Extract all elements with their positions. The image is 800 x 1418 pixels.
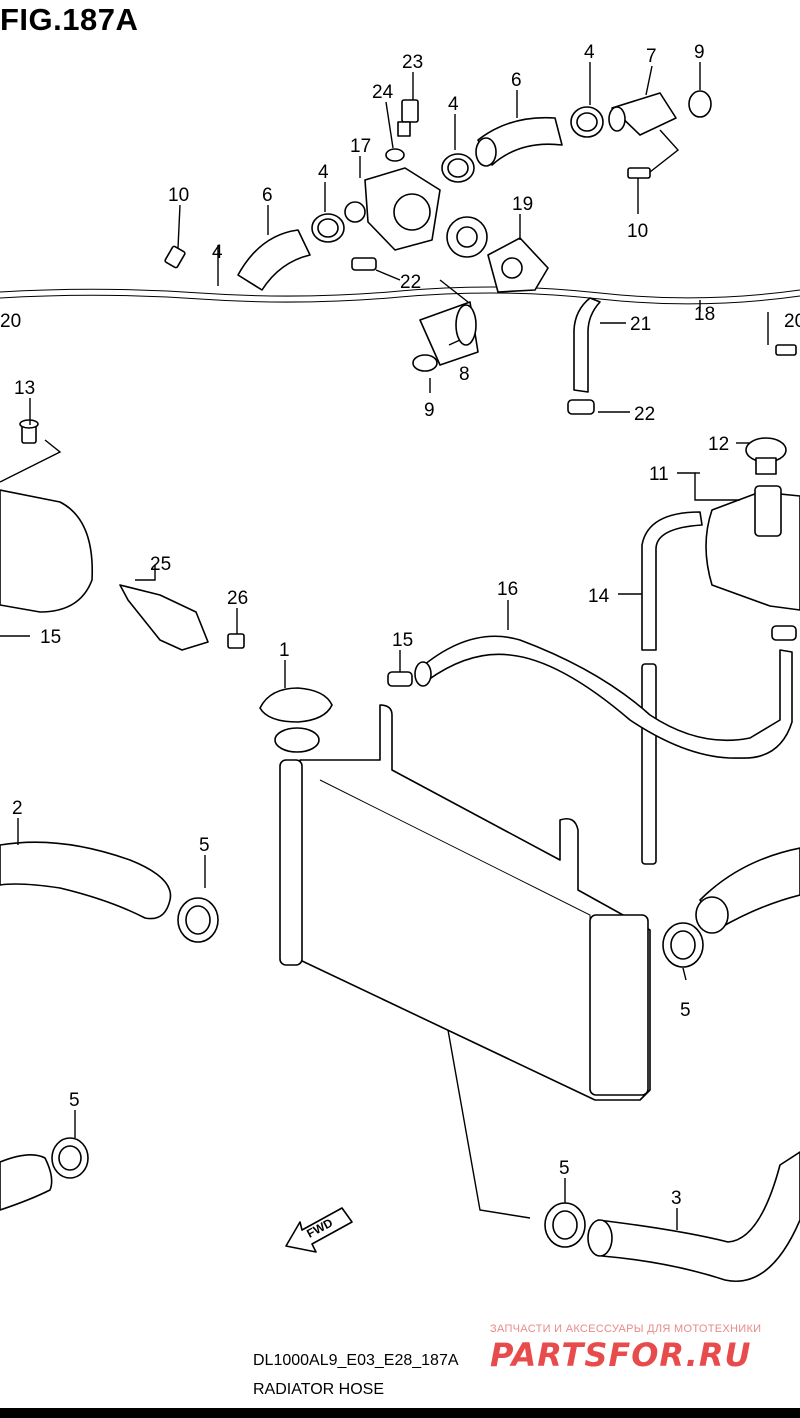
callout-22: 22 (400, 272, 421, 293)
hose-14-lower (641, 663, 657, 865)
clamp-4 (441, 153, 475, 183)
callout-21: 21 (630, 314, 651, 335)
callout-10: 10 (168, 185, 189, 206)
callout-10: 10 (627, 221, 648, 242)
leader-lines (0, 62, 769, 1230)
hose-end (475, 137, 497, 167)
hose-14-upper (641, 511, 703, 651)
o-ring-9 (688, 90, 712, 118)
hose-right-upper-end (695, 896, 729, 934)
bolt-10-left (164, 245, 186, 269)
callout-6: 6 (262, 185, 273, 206)
callout-4: 4 (448, 94, 459, 115)
outlet-fitting-7 (611, 92, 677, 136)
cap-12 (745, 437, 787, 475)
callout-5: 5 (559, 1158, 570, 1179)
callout-17: 17 (350, 136, 371, 157)
figure-subtitle: RADIATOR HOSE (253, 1381, 384, 1398)
callout-1: 1 (279, 640, 290, 661)
bolt-26 (227, 633, 245, 649)
reservoir-tank-left (0, 489, 94, 613)
hose-2 (0, 841, 172, 920)
callout-6: 6 (511, 70, 522, 91)
elbow-fitting-8 (419, 301, 479, 366)
watermark-logo: PARTSFOR.RU (490, 1336, 752, 1374)
hose-16 (417, 635, 793, 759)
clamp-5-a (177, 897, 219, 943)
callout-5: 5 (199, 835, 210, 856)
bolt-13 (19, 419, 39, 444)
callout-24: 24 (372, 82, 394, 103)
callout-5: 5 (69, 1090, 80, 1111)
reservoir-tank-11 (705, 485, 800, 611)
clamp-22 (351, 257, 377, 271)
hose-3 (597, 1151, 800, 1282)
callout-7: 7 (646, 46, 657, 67)
clamp-5-b (662, 922, 704, 968)
break-line (0, 286, 800, 299)
bracket-25 (119, 584, 209, 651)
hose-16-end (414, 661, 432, 687)
bottom-border (0, 1408, 800, 1418)
callout-19: 19 (512, 194, 533, 215)
callout-16: 16 (497, 579, 518, 600)
radiator-cap-1 (259, 687, 333, 753)
callout-4: 4 (318, 162, 329, 183)
watermark-tagline: ЗАПЧАСТИ И АКСЕССУАРЫ ДЛЯ МОТОТЕХНИКИ (490, 1323, 762, 1335)
callout-8: 8 (459, 364, 470, 385)
callout-9: 9 (694, 42, 705, 63)
model-code: DL1000AL9_E03_E28_187A (253, 1352, 459, 1369)
callout-4: 4 (212, 242, 223, 263)
callout-4: 4 (584, 42, 595, 63)
radiator (279, 704, 651, 1101)
hose-6 (477, 116, 563, 166)
callout-labels: 23 24 4 6 4 7 9 17 4 10 10 6 4 19 22 20 … (0, 42, 800, 1209)
callout-18: 18 (694, 304, 715, 325)
hose-6-left (237, 229, 311, 291)
callout-26: 26 (227, 588, 248, 609)
fwd-arrow (285, 1207, 353, 1253)
callout-20: 20 (0, 311, 21, 332)
clamp-4-mid (311, 213, 345, 243)
callout-20: 20 (784, 311, 800, 332)
o-ring-24 (385, 148, 405, 162)
hose-21 (573, 297, 601, 393)
clamp-15 (387, 671, 413, 687)
clamp-5-d (544, 1202, 586, 1248)
callout-11: 11 (649, 464, 669, 485)
callout-9: 9 (424, 400, 435, 421)
callout-2: 2 (12, 798, 23, 819)
o-ring-9-lower (412, 354, 438, 372)
callout-15: 15 (40, 627, 61, 648)
bolt-10 (627, 167, 651, 179)
thermostat-19 (446, 216, 549, 293)
clamp-22-lower (567, 399, 595, 415)
clamp-15-right (771, 625, 797, 641)
hose-lower-left (0, 1154, 53, 1211)
callout-23: 23 (402, 52, 423, 73)
clamp-4-right (570, 106, 604, 138)
callout-22: 22 (634, 404, 655, 425)
callout-13: 13 (14, 378, 35, 399)
fitting-end (608, 106, 626, 132)
break-line (0, 292, 800, 305)
callout-15: 15 (392, 630, 413, 651)
callout-5: 5 (680, 1000, 691, 1021)
sensor-part-23 (397, 99, 419, 137)
bolt-20 (775, 344, 797, 356)
clamp-5-c (51, 1137, 89, 1179)
callout-12: 12 (708, 434, 729, 455)
thermostat-housing-17 (344, 167, 441, 251)
callout-3: 3 (671, 1188, 682, 1209)
callout-25: 25 (150, 554, 171, 575)
hose-3-end (587, 1219, 613, 1257)
callout-14: 14 (588, 586, 610, 607)
figure-title: FIG.187A (0, 2, 139, 37)
